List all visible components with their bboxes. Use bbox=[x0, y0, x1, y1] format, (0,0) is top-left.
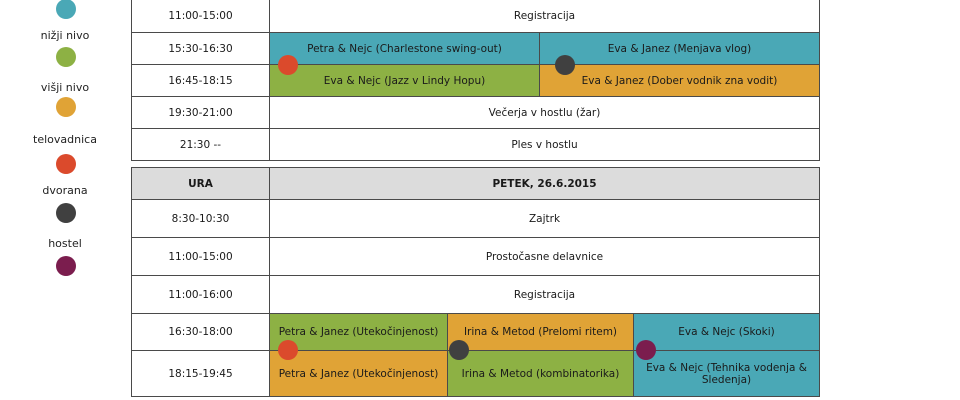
event-cell: Prostočasne delavnice bbox=[269, 237, 820, 276]
event-cell: Registracija bbox=[269, 275, 820, 314]
time-cell: 11:00-15:00 bbox=[131, 0, 270, 33]
workshop-cell: Eva & Nejc (Jazz v Lindy Hopu) bbox=[269, 64, 540, 97]
legend-label-nizji-nivo: nižji nivo bbox=[40, 29, 90, 42]
workshop-cell: Petra & Janez (Utekočinjenost) bbox=[269, 350, 448, 397]
workshop-cell: Petra & Nejc (Charlestone swing-out) bbox=[269, 32, 540, 65]
legend-label-telovadnica: telovadnica bbox=[33, 133, 97, 146]
table-row: 16:30-18:00 Petra & Janez (Utekočinjenos… bbox=[131, 313, 820, 351]
dvorana-location-icon bbox=[555, 55, 575, 75]
time-cell: 11:00-16:00 bbox=[131, 275, 270, 314]
workshop-cell: Petra & Janez (Utekočinjenost) bbox=[269, 313, 448, 351]
table-header-row: URA PETEK, 26.6.2015 bbox=[131, 167, 820, 200]
legend-label-visji-nivo: višji nivo bbox=[40, 81, 90, 94]
workshop-cell: Eva & Nejc (Tehnika vodenja & Sledenja) bbox=[633, 350, 820, 397]
blue-dot-icon bbox=[56, 0, 76, 19]
header-day: PETEK, 26.6.2015 bbox=[269, 167, 820, 200]
time-cell: 16:30-18:00 bbox=[131, 313, 270, 351]
orange-dot-icon bbox=[56, 97, 76, 117]
event-cell: Registracija bbox=[269, 0, 820, 33]
time-cell: 11:00-15:00 bbox=[131, 237, 270, 276]
table-row: 19:30-21:00 Večerja v hostlu (žar) bbox=[131, 96, 820, 129]
purple-dot-icon bbox=[56, 256, 76, 276]
time-cell: 18:15-19:45 bbox=[131, 350, 270, 397]
table-row: 16:45-18:15 Eva & Nejc (Jazz v Lindy Hop… bbox=[131, 64, 820, 97]
schedule-table-thursday: 11:00-15:00 Registracija 15:30-16:30 Pet… bbox=[131, 0, 820, 161]
table-row: 11:00-15:00 Registracija bbox=[131, 0, 820, 33]
hostel-location-icon bbox=[636, 340, 656, 360]
legend-panel: nižji nivo višji nivo telovadnica dvoran… bbox=[0, 0, 130, 400]
event-cell: Ples v hostlu bbox=[269, 128, 820, 161]
dvorana-location-icon bbox=[449, 340, 469, 360]
red-dot-icon bbox=[56, 154, 76, 174]
telovadnica-location-icon bbox=[278, 55, 298, 75]
table-row: 8:30-10:30 Zajtrk bbox=[131, 199, 820, 238]
green-dot-icon bbox=[56, 47, 76, 67]
event-cell: Večerja v hostlu (žar) bbox=[269, 96, 820, 129]
time-cell: 21:30 -- bbox=[131, 128, 270, 161]
table-row: 21:30 -- Ples v hostlu bbox=[131, 128, 820, 161]
table-row: 18:15-19:45 Petra & Janez (Utekočinjenos… bbox=[131, 350, 820, 397]
time-cell: 16:45-18:15 bbox=[131, 64, 270, 97]
workshop-cell: Irina & Metod (Prelomi ritem) bbox=[447, 313, 634, 351]
event-cell: Zajtrk bbox=[269, 199, 820, 238]
telovadnica-location-icon bbox=[278, 340, 298, 360]
table-row: 11:00-16:00 Registracija bbox=[131, 275, 820, 314]
workshop-cell: Eva & Janez (Dober vodnik zna vodit) bbox=[539, 64, 820, 97]
time-cell: 19:30-21:00 bbox=[131, 96, 270, 129]
time-cell: 8:30-10:30 bbox=[131, 199, 270, 238]
table-row: 11:00-15:00 Prostočasne delavnice bbox=[131, 237, 820, 276]
header-time: URA bbox=[131, 167, 270, 200]
gray-dot-icon bbox=[56, 203, 76, 223]
schedule-table-friday: URA PETEK, 26.6.2015 8:30-10:30 Zajtrk 1… bbox=[131, 167, 820, 397]
workshop-cell: Eva & Janez (Menjava vlog) bbox=[539, 32, 820, 65]
table-row: 15:30-16:30 Petra & Nejc (Charlestone sw… bbox=[131, 32, 820, 65]
time-cell: 15:30-16:30 bbox=[131, 32, 270, 65]
workshop-cell: Irina & Metod (kombinatorika) bbox=[447, 350, 634, 397]
legend-label-hostel: hostel bbox=[48, 237, 82, 250]
workshop-cell: Eva & Nejc (Skoki) bbox=[633, 313, 820, 351]
legend-label-dvorana: dvorana bbox=[42, 184, 88, 197]
